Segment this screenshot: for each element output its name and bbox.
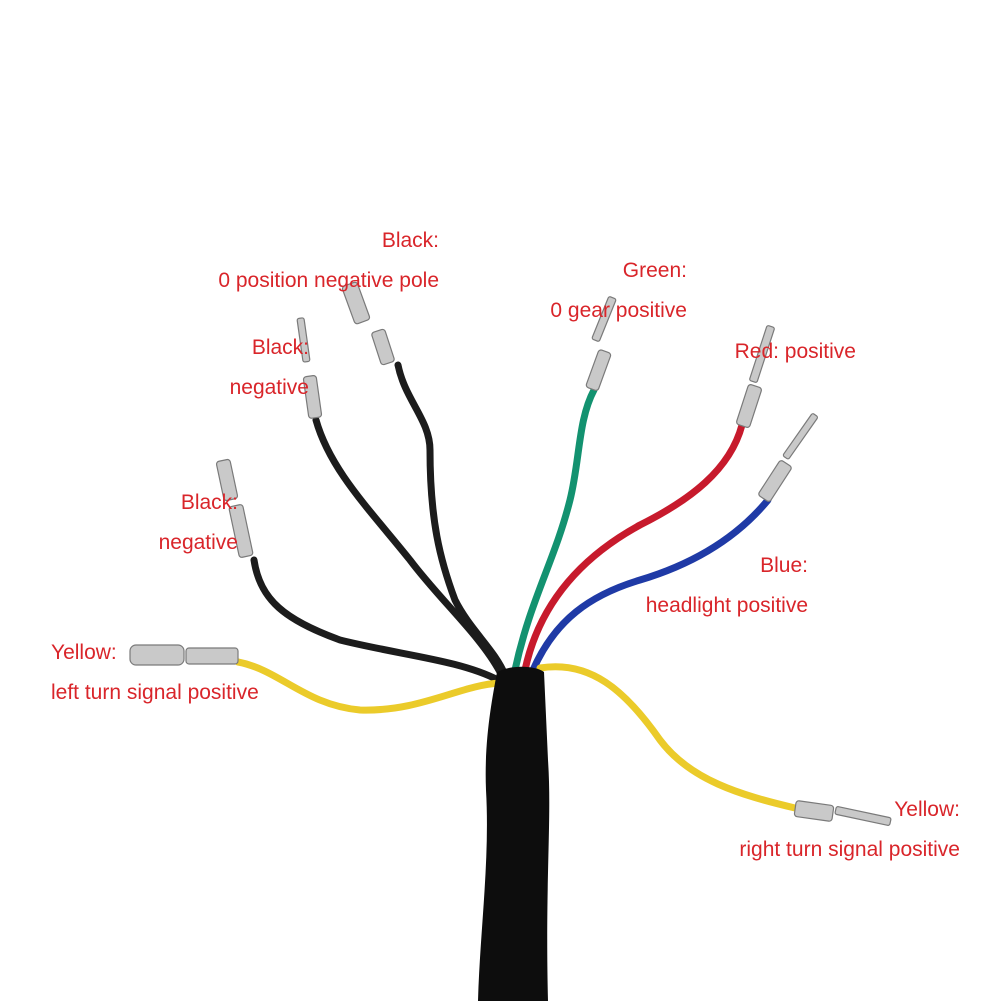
black-cable-sleeve bbox=[478, 666, 550, 1001]
black-wire-upper bbox=[312, 416, 504, 676]
black-wire-zero-position bbox=[394, 361, 509, 679]
label-green: Green: 0 gear positive bbox=[550, 258, 687, 323]
label-black-upper-line1: Black: bbox=[251, 336, 309, 359]
label-black-zero-line2: 0 position negative pole bbox=[218, 269, 439, 292]
terminal-black-zero bbox=[341, 281, 395, 366]
red-wire bbox=[521, 421, 746, 674]
terminal-blue bbox=[758, 413, 819, 502]
yellow-wire-right bbox=[536, 663, 799, 812]
label-yellow-right: Yellow: right turn signal positive bbox=[739, 797, 960, 862]
label-yellow-right-line2: right turn signal positive bbox=[739, 838, 960, 861]
label-black-lower: Black: negative bbox=[159, 490, 238, 555]
label-green-line1: Green: bbox=[622, 259, 687, 282]
label-blue: Blue: headlight positive bbox=[646, 553, 808, 618]
label-yellow-left-line2: left turn signal positive bbox=[51, 681, 259, 704]
label-black-zero-position: Black: 0 position negative pole bbox=[218, 228, 439, 293]
label-blue-line1: Blue: bbox=[760, 554, 808, 577]
label-yellow-left: Yellow: left turn signal positive bbox=[51, 640, 259, 705]
label-black-upper-line2: negative bbox=[229, 376, 309, 399]
label-black-lower-line2: negative bbox=[158, 531, 238, 554]
green-wire bbox=[511, 386, 598, 674]
label-red: Red: positive bbox=[735, 339, 856, 364]
label-black-upper: Black: negative bbox=[230, 335, 309, 400]
terminal-red bbox=[736, 325, 775, 428]
terminal-black-lower bbox=[215, 458, 254, 558]
label-blue-line2: headlight positive bbox=[645, 594, 808, 617]
label-black-zero-line1: Black: bbox=[381, 229, 439, 252]
terminal-yellow-left bbox=[129, 644, 239, 666]
black-wire-lower bbox=[250, 556, 502, 684]
label-red-line1: Red: positive bbox=[734, 340, 856, 363]
yellow-wire-left bbox=[234, 658, 504, 714]
label-yellow-right-line1: Yellow: bbox=[894, 798, 960, 821]
terminal-yellow-right bbox=[793, 800, 892, 826]
label-green-line2: 0 gear positive bbox=[550, 299, 687, 322]
blue-wire bbox=[529, 496, 772, 674]
terminal-green bbox=[585, 296, 617, 391]
label-yellow-left-line1: Yellow: bbox=[51, 641, 117, 664]
label-black-lower-line1: Black: bbox=[180, 491, 238, 514]
terminal-black-upper bbox=[296, 317, 323, 419]
